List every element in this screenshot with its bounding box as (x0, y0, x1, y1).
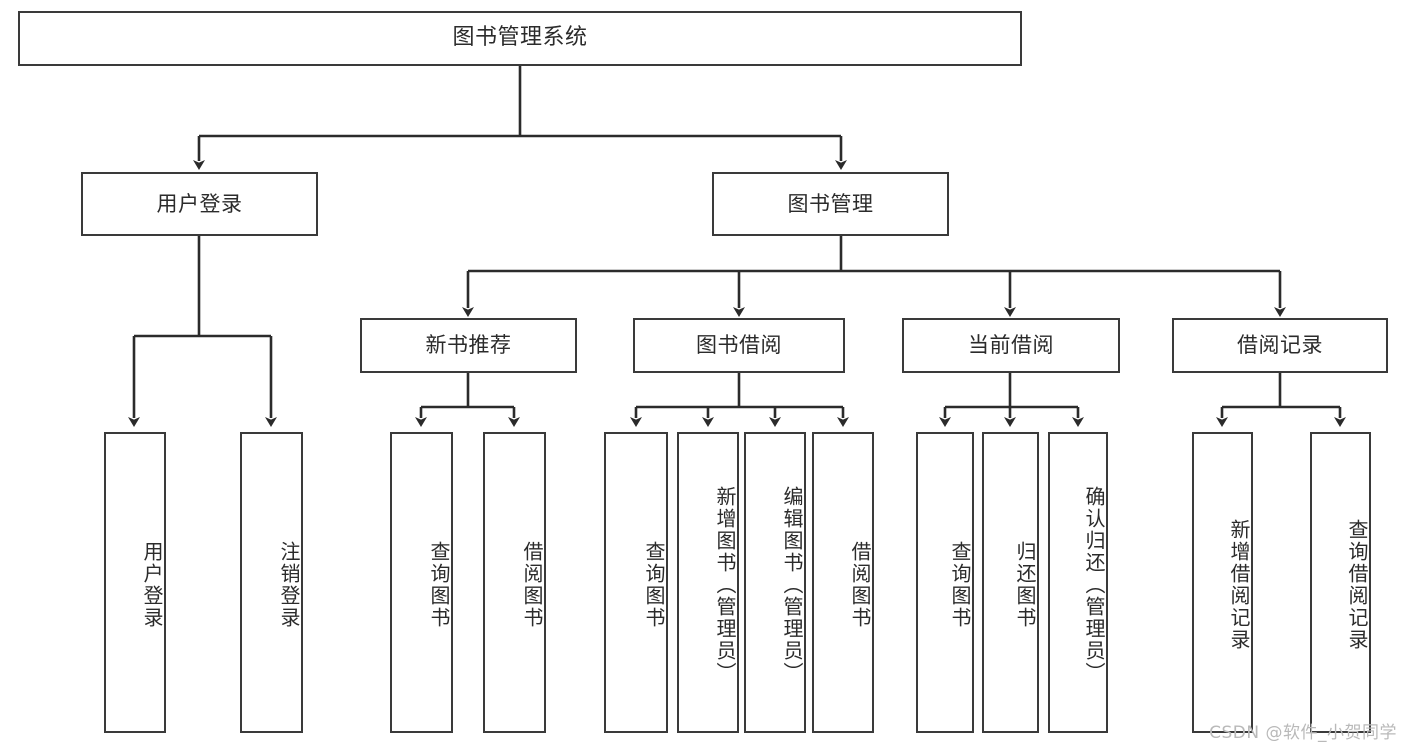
leaf-new-book-borrow-book[interactable]: 借阅图书 (483, 432, 546, 733)
node-label: 借阅图书 (848, 540, 872, 629)
node-label: 查询图书 (427, 540, 451, 629)
node-book-management[interactable]: 图书管理 (712, 172, 949, 236)
leaf-user-login-login[interactable]: 用户登录 (104, 432, 166, 733)
node-current-borrow[interactable]: 当前借阅 (902, 318, 1120, 373)
node-label: 图书管理 (787, 191, 874, 216)
node-label: 确认归还（管理员） (1082, 485, 1106, 684)
node-label: 用户登录 (140, 540, 164, 629)
node-label: 借阅记录 (1237, 333, 1323, 358)
leaf-current-borrow-return-book[interactable]: 归还图书 (982, 432, 1039, 733)
node-borrow-record[interactable]: 借阅记录 (1172, 318, 1388, 373)
node-root-book-management-system[interactable]: 图书管理系统 (18, 11, 1022, 66)
node-label: 查询图书 (948, 540, 972, 629)
leaf-new-book-query-book[interactable]: 查询图书 (390, 432, 453, 733)
leaf-book-borrow-edit-book-admin[interactable]: 编辑图书（管理员） (744, 432, 806, 733)
node-label: 借阅图书 (520, 540, 544, 629)
watermark-text: CSDN @软件_小贺同学 (1209, 723, 1397, 743)
node-label: 新书推荐 (425, 333, 512, 358)
leaf-book-borrow-add-book-admin[interactable]: 新增图书（管理员） (677, 432, 739, 733)
node-new-book-recommend[interactable]: 新书推荐 (360, 318, 577, 373)
node-label: 新增借阅记录 (1227, 518, 1251, 651)
leaf-borrow-record-add-record[interactable]: 新增借阅记录 (1192, 432, 1253, 733)
leaf-book-borrow-borrow-book[interactable]: 借阅图书 (812, 432, 874, 733)
node-label: 用户登录 (156, 191, 243, 216)
node-label: 图书管理系统 (452, 25, 588, 51)
leaf-user-login-logout[interactable]: 注销登录 (240, 432, 303, 733)
node-label: 归还图书 (1013, 540, 1037, 629)
leaf-book-borrow-query-book[interactable]: 查询图书 (604, 432, 668, 733)
node-label: 查询借阅记录 (1345, 518, 1369, 651)
node-label: 当前借阅 (968, 333, 1054, 358)
node-label: 编辑图书（管理员） (780, 485, 804, 684)
node-label: 图书借阅 (696, 333, 782, 358)
node-user-login[interactable]: 用户登录 (81, 172, 318, 236)
leaf-borrow-record-query-record[interactable]: 查询借阅记录 (1310, 432, 1371, 733)
node-label: 查询图书 (642, 540, 666, 629)
leaf-current-borrow-query-book[interactable]: 查询图书 (916, 432, 974, 733)
node-label: 新增图书（管理员） (713, 485, 737, 684)
leaf-current-borrow-confirm-return-admin[interactable]: 确认归还（管理员） (1048, 432, 1108, 733)
node-book-borrow[interactable]: 图书借阅 (633, 318, 845, 373)
node-label: 注销登录 (277, 540, 301, 629)
